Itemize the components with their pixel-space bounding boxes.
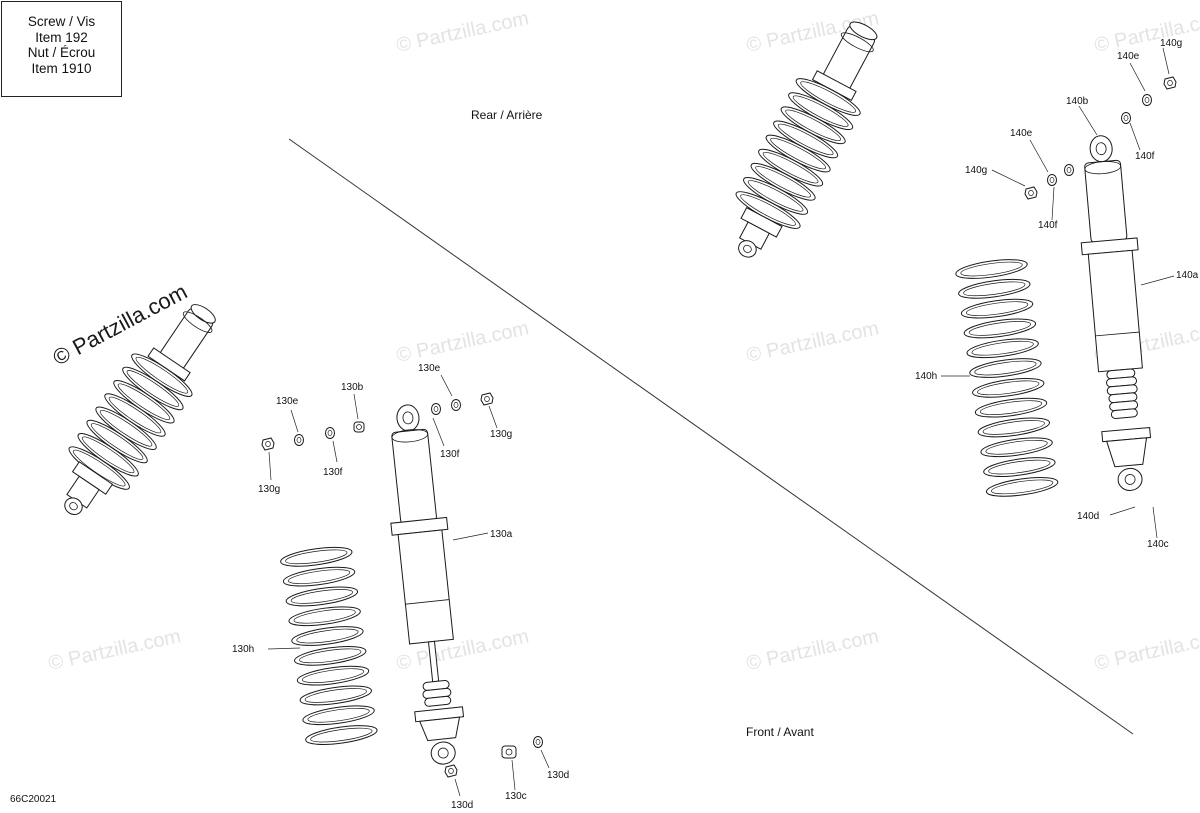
label-140c: 140c bbox=[1147, 539, 1169, 550]
nut-icon bbox=[1024, 186, 1038, 200]
label-130h: 130h bbox=[232, 644, 254, 655]
washer-icon bbox=[533, 736, 543, 748]
watermark-text: © Partzilla.com bbox=[744, 317, 880, 367]
label-130g-left: 130g bbox=[258, 484, 280, 495]
front-shock-assembled bbox=[64, 304, 216, 516]
front-part-labels: 130e 130b 130e 130f 130f 130g 130g 130a … bbox=[232, 363, 569, 811]
fastener-note-box: Screw / Vis Item 192 Nut / Écrou Item 19… bbox=[1, 1, 122, 97]
rear-spring bbox=[954, 255, 1060, 501]
section-divider-line bbox=[288, 138, 1134, 735]
label-130g-right: 130g bbox=[490, 429, 512, 440]
label-130d-left: 130d bbox=[451, 800, 473, 811]
front-hardware bbox=[261, 392, 543, 778]
rear-caption: Rear / Arrière bbox=[471, 108, 543, 122]
front-spring bbox=[279, 543, 379, 749]
label-140g-right: 140g bbox=[1160, 38, 1182, 49]
watermark-text: © Partzilla.com bbox=[394, 7, 530, 57]
label-140b: 140b bbox=[1066, 96, 1089, 107]
label-130e-right: 130e bbox=[418, 363, 441, 374]
label-140d: 140d bbox=[1077, 511, 1099, 522]
note-screw-label: Screw / Vis bbox=[27, 14, 96, 29]
note-nut-label: Nut / Écrou bbox=[27, 45, 96, 60]
label-130e: 130e bbox=[276, 396, 299, 407]
note-nut-item: Item 1910 bbox=[31, 60, 92, 76]
nut-icon bbox=[444, 764, 458, 778]
note-screw-item: Item 192 bbox=[35, 29, 88, 45]
label-130d-right: 130d bbox=[547, 770, 569, 781]
watermark-text: © Partzilla.com bbox=[1092, 625, 1200, 675]
label-140f-left: 140f bbox=[1038, 220, 1058, 231]
nut-icon bbox=[480, 392, 494, 406]
bushing-icon bbox=[501, 745, 517, 759]
front-caption: Front / Avant bbox=[746, 725, 814, 739]
diagram-code: 66C20021 bbox=[10, 794, 57, 805]
rear-part-labels: 140g 140e 140b 140e 140f 140g 140f 140a … bbox=[915, 38, 1199, 550]
label-130f-left: 130f bbox=[323, 467, 343, 478]
label-140f-right: 140f bbox=[1135, 151, 1155, 162]
washer-icon bbox=[1142, 94, 1152, 106]
nut-icon bbox=[1163, 76, 1177, 90]
front-shock-body bbox=[390, 404, 465, 765]
nut-icon bbox=[261, 437, 275, 451]
washer-icon bbox=[1047, 174, 1057, 186]
label-130a: 130a bbox=[490, 529, 513, 540]
watermark-text: © Partzilla.com bbox=[1092, 7, 1200, 57]
rear-leader-lines bbox=[941, 47, 1175, 539]
label-130c: 130c bbox=[505, 791, 527, 802]
bushing-icon bbox=[353, 421, 365, 433]
label-140g-left: 140g bbox=[965, 165, 987, 176]
washer-icon bbox=[1121, 112, 1131, 124]
label-140a: 140a bbox=[1176, 270, 1199, 281]
front-leader-lines bbox=[267, 374, 550, 797]
washer-icon bbox=[1064, 164, 1074, 176]
rear-shock-body bbox=[1080, 135, 1152, 491]
washer-icon bbox=[325, 427, 335, 439]
label-130f-right: 130f bbox=[440, 449, 460, 460]
label-140e-left: 140e bbox=[1010, 128, 1033, 139]
rear-shock-assembled bbox=[732, 21, 878, 258]
watermark-text: © Partzilla.com bbox=[46, 625, 182, 675]
watermark-text: © Partzilla.com bbox=[744, 625, 880, 675]
washer-icon bbox=[451, 399, 461, 411]
watermark-layer: © Partzilla.com © Partzilla.com © Partzi… bbox=[46, 7, 1200, 675]
washer-icon bbox=[431, 403, 441, 415]
washer-icon bbox=[294, 434, 304, 446]
watermark-text: © Partzilla.com bbox=[394, 317, 530, 367]
label-130b: 130b bbox=[341, 382, 364, 393]
label-140e-right: 140e bbox=[1117, 51, 1140, 62]
label-140h: 140h bbox=[915, 371, 937, 382]
